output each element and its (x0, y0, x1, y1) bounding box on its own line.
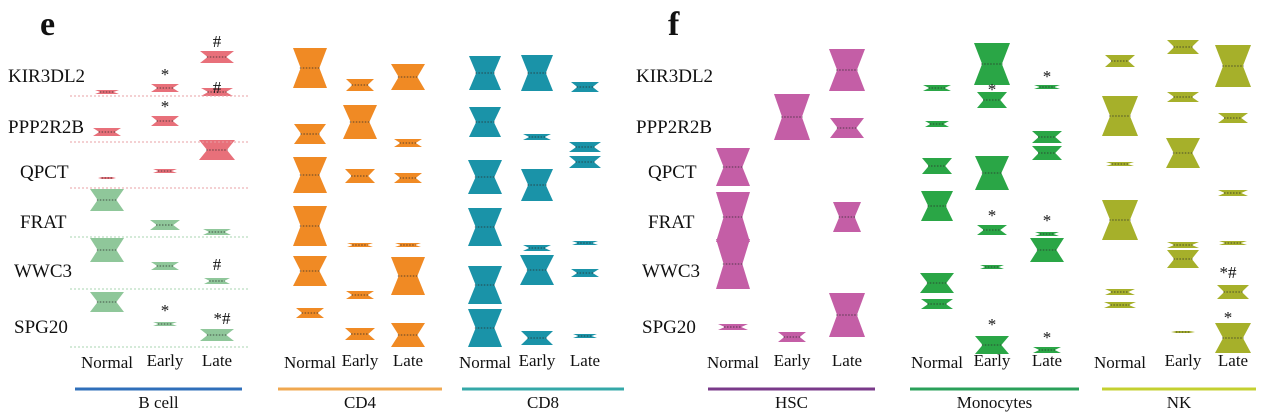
stage-label-nk-normal: Normal (1094, 353, 1146, 372)
stage-label-cd8-late: Late (570, 351, 600, 370)
violin-monocytes-early-65 (974, 43, 1010, 85)
stage-label-cd8-early: Early (519, 351, 556, 370)
cell-type-label-b-cell: B cell (138, 393, 178, 412)
violin-cd4-late-23 (394, 139, 422, 147)
violin-monocytes-late-67 (1034, 85, 1060, 89)
significance-mark-b-cell-kir3dl2-early: * (161, 65, 170, 84)
stage-label-monocytes-normal: Normal (911, 353, 963, 372)
violin-b-cell-early-13 (151, 262, 179, 270)
violin-cd4-normal-33 (296, 308, 324, 318)
significance-mark-nk-spg20-late: * (1224, 308, 1233, 327)
significance-mark-monocytes-kir3dl2-early: * (988, 80, 997, 99)
gene-label-f-qpct: QPCT (648, 162, 697, 183)
stage-label-monocytes-late: Late (1032, 351, 1062, 370)
violin-b-cell-late-14 (204, 278, 230, 284)
stage-label-hsc-late: Late (832, 351, 862, 370)
gene-label-e-spg20: SPG20 (14, 317, 68, 338)
stage-label-monocytes-early: Early (974, 351, 1011, 370)
significance-mark-monocytes-frat-late: * (1043, 211, 1052, 230)
gene-label-e-frat: FRAT (20, 212, 67, 233)
violin-nk-late-84 (1215, 45, 1251, 87)
violin-cd8-early-46 (523, 245, 551, 251)
violin-nk-late-94 (1219, 241, 1247, 245)
violin-b-cell-early-1 (151, 84, 179, 92)
gene-label-e-ppp2r2b: PPP2R2B (8, 117, 84, 138)
cell-type-label-cd4: CD4 (344, 393, 377, 412)
violin-nk-late-99 (1215, 323, 1251, 353)
stage-label-b-cell-early: Early (147, 351, 184, 370)
stage-label-cd8-normal: Normal (459, 353, 511, 372)
significance-mark-monocytes-spg20-early: * (988, 315, 997, 334)
violin-cd8-late-47 (572, 241, 598, 245)
gene-label-f-ppp2r2b: PPP2R2B (636, 117, 712, 138)
violin-cd8-early-40 (523, 134, 551, 140)
violin-b-cell-early-5 (151, 116, 179, 126)
gene-label-f-kir3dl2: KIR3DL2 (636, 66, 713, 87)
significance-mark-b-cell-kir3dl2-late: # (213, 32, 222, 51)
violin-b-cell-normal-7 (98, 177, 116, 179)
cell-type-label-hsc: HSC (775, 393, 808, 412)
violin-nk-normal-88 (1106, 162, 1134, 166)
significance-mark-b-cell-spg20-late: *# (214, 309, 232, 328)
violin-hsc-late-55 (829, 49, 865, 91)
stage-label-b-cell-normal: Normal (81, 353, 133, 372)
violin-marks (70, 40, 1251, 354)
stage-label-b-cell-late: Late (202, 351, 232, 370)
violin-monocytes-normal-64 (923, 85, 951, 91)
violin-monocytes-late-81 (1033, 347, 1061, 353)
violin-cd4-late-29 (395, 243, 421, 247)
gene-label-e-kir3dl2: KIR3DL2 (8, 66, 85, 87)
significance-mark-b-cell-spg20-early: * (161, 301, 170, 320)
gene-label-f-frat: FRAT (648, 212, 695, 233)
stage-label-cd4-late: Late (393, 351, 423, 370)
violin-cd8-late-50 (571, 269, 599, 277)
cell-type-label-monocytes: Monocytes (957, 393, 1033, 412)
significance-mark-monocytes-kir3dl2-late: * (1043, 67, 1052, 86)
violin-hsc-early-54 (774, 94, 810, 140)
violin-b-cell-late-11 (203, 229, 231, 235)
stage-label-cd4-normal: Normal (284, 353, 336, 372)
violin-hsc-early-62 (778, 332, 806, 342)
gene-label-e-wwc3: WWC3 (14, 261, 72, 282)
panel-letter-f: f (668, 6, 680, 43)
stage-label-hsc-normal: Normal (707, 353, 759, 372)
stage-label-nk-early: Early (1165, 351, 1202, 370)
cell-type-label-cd8: CD8 (527, 393, 559, 412)
significance-mark-nk-wwc3-late: *# (1220, 263, 1238, 282)
violin-b-cell-normal-4 (93, 128, 121, 136)
stage-label-cd4-early: Early (342, 351, 379, 370)
stage-label-nk-late: Late (1218, 351, 1248, 370)
cell-type-label-nk: NK (1167, 393, 1192, 412)
stage-label-hsc-early: Early (774, 351, 811, 370)
gene-label-e-qpct: QPCT (20, 162, 69, 183)
violin-nk-normal-90 (1102, 200, 1138, 240)
significance-mark-b-cell-wwc3-late: # (213, 255, 222, 274)
violin-nk-normal-85 (1102, 96, 1138, 136)
significance-mark-monocytes-spg20-late: * (1043, 328, 1052, 347)
significance-mark-monocytes-frat-early: * (988, 206, 997, 225)
violin-cd4-early-31 (346, 291, 374, 299)
violin-b-cell-late-6 (199, 140, 235, 160)
violin-hsc-late-59 (833, 202, 861, 232)
violin-cd8-late-38 (571, 82, 599, 92)
violin-hsc-late-63 (829, 293, 865, 337)
significance-mark-b-cell-ppp2r2b-early: * (161, 97, 170, 116)
violin-cd4-late-26 (394, 173, 422, 183)
panel-letter-e: e (40, 6, 55, 43)
violin-cd4-early-28 (347, 243, 373, 247)
gene-label-f-spg20: SPG20 (642, 317, 696, 338)
gene-label-f-wwc3: WWC3 (642, 261, 700, 282)
significance-mark-b-cell-kir3dl2-late: # (213, 78, 222, 97)
violin-cd4-early-19 (346, 79, 374, 91)
